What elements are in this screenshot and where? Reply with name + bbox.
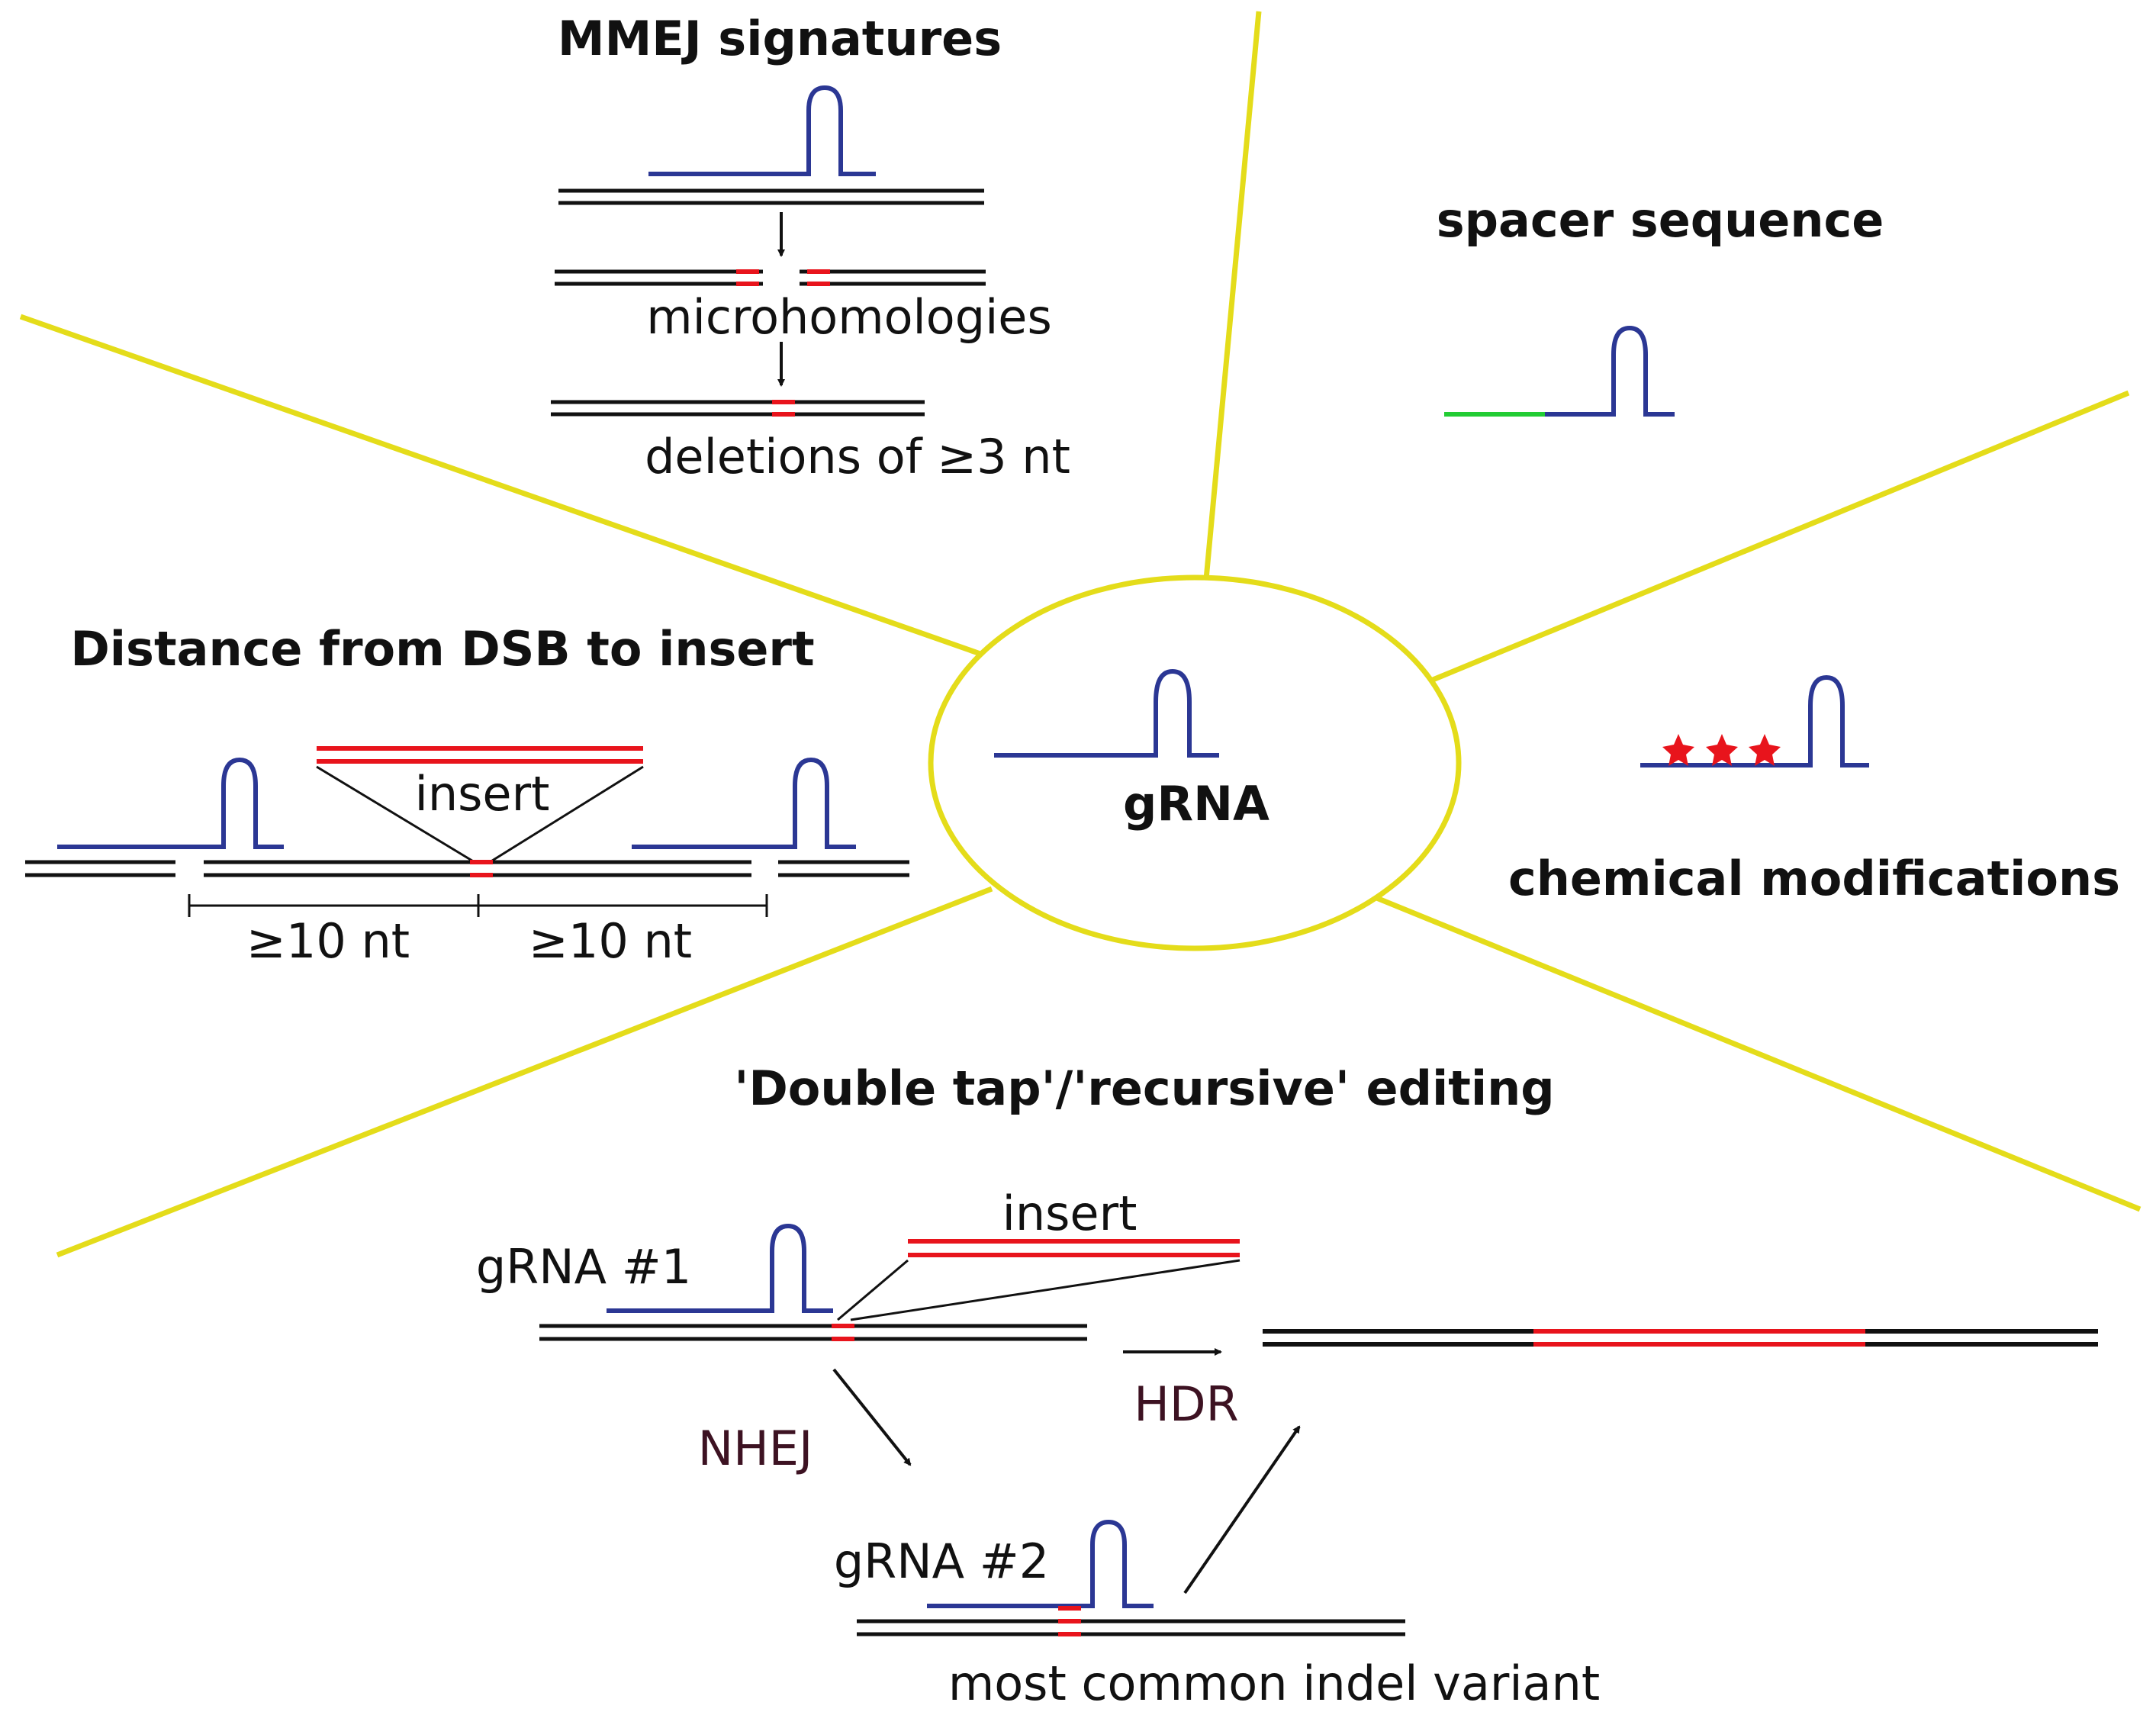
grna-icon: [607, 1223, 833, 1313]
indel-mark: [1058, 1606, 1081, 1636]
indel-label: most common indel variant: [948, 1656, 1600, 1711]
grna-icon: [632, 757, 856, 849]
dna-strand: [558, 188, 984, 205]
grna1-label: gRNA #1: [476, 1239, 691, 1295]
double-tap-panel: 'Double tap'/'recursive' editing insert …: [476, 1060, 2098, 1711]
double-tap-title: 'Double tap'/'recursive' editing: [734, 1060, 1554, 1116]
divider-top: [1202, 11, 1262, 588]
insert-connectors: [837, 1259, 1241, 1321]
modification-star-icon: [1706, 734, 1738, 766]
dna-strand-broken: [555, 269, 986, 286]
nhej-label: NHEJ: [698, 1421, 813, 1476]
insert-connectors: [316, 765, 644, 864]
divider-bottom-right: [1349, 884, 2142, 1212]
left-distance-label: ≥10 nt: [246, 913, 410, 969]
center-label: gRNA: [1123, 776, 1269, 832]
microhomologies-label: microhomologies: [646, 289, 1052, 345]
dna-strand-repaired: [551, 400, 925, 417]
grna-icon: [1545, 325, 1675, 417]
deletion-mark: [772, 400, 795, 417]
grna-icon: [648, 85, 876, 176]
insert-label: insert: [1002, 1186, 1138, 1241]
divider-top-left: [19, 314, 982, 657]
spacer-title: spacer sequence: [1437, 192, 1884, 248]
insert-label: insert: [415, 766, 550, 822]
grna-icon: [927, 1519, 1154, 1608]
divider-top-right: [1383, 390, 2130, 703]
divider-lines: [19, 11, 2142, 1258]
chemical-title: chemical modifications: [1508, 851, 2120, 906]
dna-strand: [25, 860, 909, 877]
insertion-site-mark: [470, 860, 493, 877]
modification-star-icon: [1749, 734, 1781, 766]
grna-icon: [994, 668, 1219, 758]
grna-icon: [1640, 674, 1869, 768]
cut-site-mark: [832, 1324, 854, 1341]
modification-star-icon: [1662, 734, 1694, 766]
mmej-title: MMEJ signatures: [558, 11, 1002, 66]
hdr-arrow-recursive: [1183, 1425, 1301, 1595]
edited-dna-strand: [1263, 1329, 2098, 1347]
dna-strand: [539, 1324, 1087, 1341]
right-distance-label: ≥10 nt: [529, 913, 692, 969]
microhomology-marks: [736, 269, 830, 286]
deletions-label: deletions of ≥3 nt: [645, 429, 1070, 484]
grna2-label: gRNA #2: [834, 1533, 1049, 1589]
insert-strand: [908, 1239, 1240, 1257]
spacer-panel: spacer sequence: [1437, 192, 1884, 417]
distance-title: Distance from DSB to insert: [70, 621, 814, 677]
chemical-panel: chemical modifications: [1508, 674, 2120, 906]
distance-bracket: [188, 894, 768, 917]
mmej-panel: MMEJ signatures microhomologies: [551, 11, 1070, 484]
grna-icon: [57, 757, 284, 849]
center-panel: gRNA: [928, 574, 1462, 951]
nhej-arrow: [832, 1368, 912, 1466]
hdr-label: HDR: [1134, 1376, 1238, 1432]
center-ellipse: [928, 574, 1462, 951]
divider-bottom-left: [56, 886, 993, 1258]
distance-panel: Distance from DSB to insert insert: [25, 621, 909, 969]
dna-strand: [857, 1619, 1405, 1636]
insert-strand: [317, 746, 643, 764]
